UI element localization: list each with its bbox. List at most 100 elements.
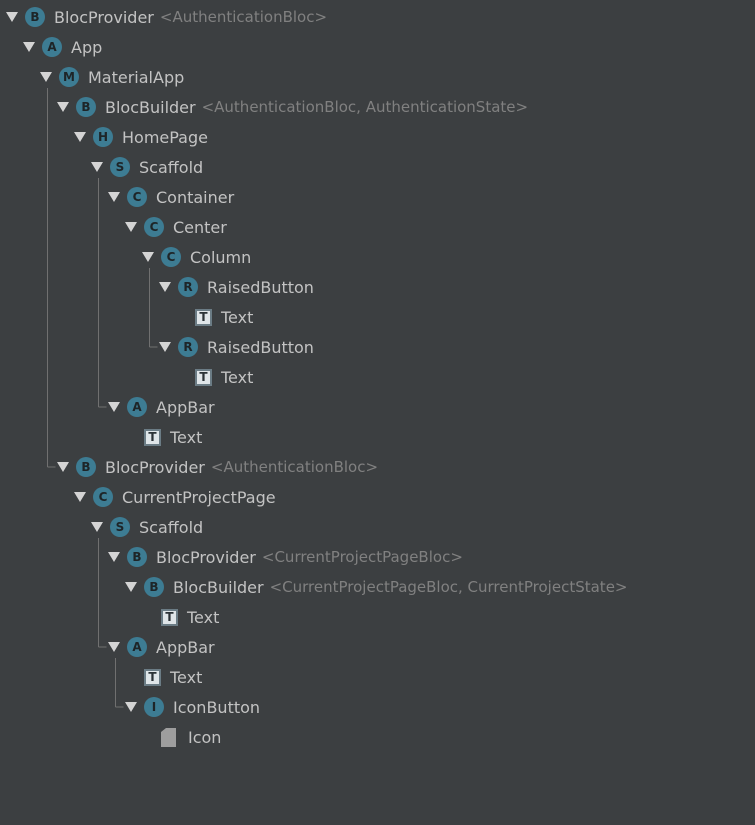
tree-node-label: Scaffold — [139, 157, 204, 177]
widget-type-b-icon: B — [76, 457, 96, 477]
type-parameters: <AuthenticationBloc> — [159, 8, 328, 26]
tree-node-label: Icon — [188, 727, 222, 747]
tree-node-label: MaterialApp — [88, 67, 185, 87]
widget-type-s-icon: S — [110, 157, 130, 177]
widget-type-c-icon: C — [93, 487, 113, 507]
expand-toggle-icon[interactable] — [108, 401, 120, 413]
widget-type-h-icon: H — [93, 127, 113, 147]
tree-node-scaffold[interactable]: S Scaffold — [91, 152, 203, 182]
tree-node-container[interactable]: C Container — [108, 182, 234, 212]
tree-node-raised-button[interactable]: R RaisedButton — [159, 332, 314, 362]
tree-node-bloc-provider[interactable]: B BlocProvider <AuthenticationBloc> — [6, 2, 327, 32]
tree-node-label: AppBar — [156, 637, 215, 657]
text-widget-icon: T — [161, 608, 178, 626]
tree-node-label: BlocProvider — [156, 547, 256, 567]
tree-node-app-bar[interactable]: A AppBar — [108, 392, 215, 422]
tree-node-label: BlocBuilder — [173, 577, 264, 597]
tree-node-label: CurrentProjectPage — [122, 487, 276, 507]
tree-node-icon[interactable]: Icon — [142, 722, 221, 752]
text-widget-icon: T — [195, 368, 212, 386]
tree-node-label: RaisedButton — [207, 277, 314, 297]
text-widget-icon: T — [195, 308, 212, 326]
widget-type-b-icon: B — [25, 7, 45, 27]
widget-type-a-icon: A — [42, 37, 62, 57]
tree-node-bloc-provider[interactable]: B BlocProvider <CurrentProjectPageBloc> — [108, 542, 463, 572]
expand-toggle-icon[interactable] — [142, 251, 154, 263]
tree-node-label: Center — [173, 217, 227, 237]
widget-type-b-icon: B — [144, 577, 164, 597]
tree-node-label: BlocProvider — [54, 7, 154, 27]
tree-node-label: App — [71, 37, 103, 57]
tree-node-label: Text — [170, 427, 203, 447]
widget-type-b-icon: B — [127, 547, 147, 567]
type-parameters: <AuthenticationBloc, AuthenticationState… — [201, 98, 529, 116]
tree-node-label: RaisedButton — [207, 337, 314, 357]
tree-node-label: HomePage — [122, 127, 208, 147]
widget-type-c-icon: C — [161, 247, 181, 267]
tree-node-bloc-provider[interactable]: B BlocProvider <AuthenticationBloc> — [57, 452, 378, 482]
tree-node-text[interactable]: T Text — [125, 662, 202, 692]
expand-toggle-icon[interactable] — [91, 521, 103, 533]
tree-node-app-bar[interactable]: A AppBar — [108, 632, 215, 662]
expand-toggle-icon[interactable] — [159, 281, 171, 293]
expand-toggle-icon[interactable] — [108, 191, 120, 203]
expand-toggle-icon[interactable] — [125, 581, 137, 593]
tree-node-bloc-builder[interactable]: B BlocBuilder <AuthenticationBloc, Authent… — [57, 92, 528, 122]
tree-node-label: BlocBuilder — [105, 97, 196, 117]
tree-node-home-page[interactable]: H HomePage — [74, 122, 208, 152]
widget-type-c-icon: C — [144, 217, 164, 237]
expand-toggle-icon[interactable] — [159, 341, 171, 353]
tree-node-app[interactable]: A App — [23, 32, 102, 62]
tree-node-label: Scaffold — [139, 517, 204, 537]
tree-node-current-project-page[interactable]: C CurrentProjectPage — [74, 482, 276, 512]
tree-node-label: Text — [221, 367, 254, 387]
widget-type-a-icon: A — [127, 637, 147, 657]
tree-node-raised-button[interactable]: R RaisedButton — [159, 272, 314, 302]
tree-node-text[interactable]: T Text — [176, 302, 253, 332]
tree-node-text[interactable]: T Text — [142, 602, 219, 632]
expand-toggle-icon[interactable] — [108, 551, 120, 563]
file-icon — [161, 727, 176, 747]
tree-node-label: IconButton — [173, 697, 261, 717]
tree-node-icon-button[interactable]: I IconButton — [125, 692, 260, 722]
expand-toggle-icon[interactable] — [125, 221, 137, 233]
expand-toggle-icon[interactable] — [40, 71, 52, 83]
expand-toggle-icon[interactable] — [74, 491, 86, 503]
widget-type-m-icon: M — [59, 67, 79, 87]
tree-node-label: Column — [190, 247, 252, 267]
tree-node-text[interactable]: T Text — [125, 422, 202, 452]
tree-node-column[interactable]: C Column — [142, 242, 251, 272]
expand-toggle-icon[interactable] — [6, 11, 18, 23]
tree-node-text[interactable]: T Text — [176, 362, 253, 392]
tree-node-bloc-builder[interactable]: B BlocBuilder <CurrentProjectPageBloc, Cur… — [125, 572, 627, 602]
expand-toggle-icon[interactable] — [57, 461, 69, 473]
widget-type-r-icon: R — [178, 277, 198, 297]
tree-node-label: Text — [187, 607, 220, 627]
text-widget-icon: T — [144, 428, 161, 446]
tree-node-scaffold[interactable]: S Scaffold — [91, 512, 203, 542]
expand-toggle-icon[interactable] — [91, 161, 103, 173]
widget-type-i-icon: I — [144, 697, 164, 717]
tree-node-label: AppBar — [156, 397, 215, 417]
expand-toggle-icon[interactable] — [57, 101, 69, 113]
type-parameters: <CurrentProjectPageBloc> — [261, 548, 463, 566]
tree-node-center[interactable]: C Center — [125, 212, 227, 242]
widget-type-c-icon: C — [127, 187, 147, 207]
tree-node-label: Container — [156, 187, 235, 207]
widget-type-a-icon: A — [127, 397, 147, 417]
tree-node-label: Text — [221, 307, 254, 327]
text-widget-icon: T — [144, 668, 161, 686]
widget-type-s-icon: S — [110, 517, 130, 537]
widget-type-b-icon: B — [76, 97, 96, 117]
expand-toggle-icon[interactable] — [23, 41, 35, 53]
widget-type-r-icon: R — [178, 337, 198, 357]
tree-node-label: Text — [170, 667, 203, 687]
type-parameters: <CurrentProjectPageBloc, CurrentProjectS… — [269, 578, 628, 596]
tree-node-label: BlocProvider — [105, 457, 205, 477]
type-parameters: <AuthenticationBloc> — [210, 458, 379, 476]
tree-node-material-app[interactable]: M MaterialApp — [40, 62, 184, 92]
expand-toggle-icon[interactable] — [125, 701, 137, 713]
expand-toggle-icon[interactable] — [74, 131, 86, 143]
expand-toggle-icon[interactable] — [108, 641, 120, 653]
